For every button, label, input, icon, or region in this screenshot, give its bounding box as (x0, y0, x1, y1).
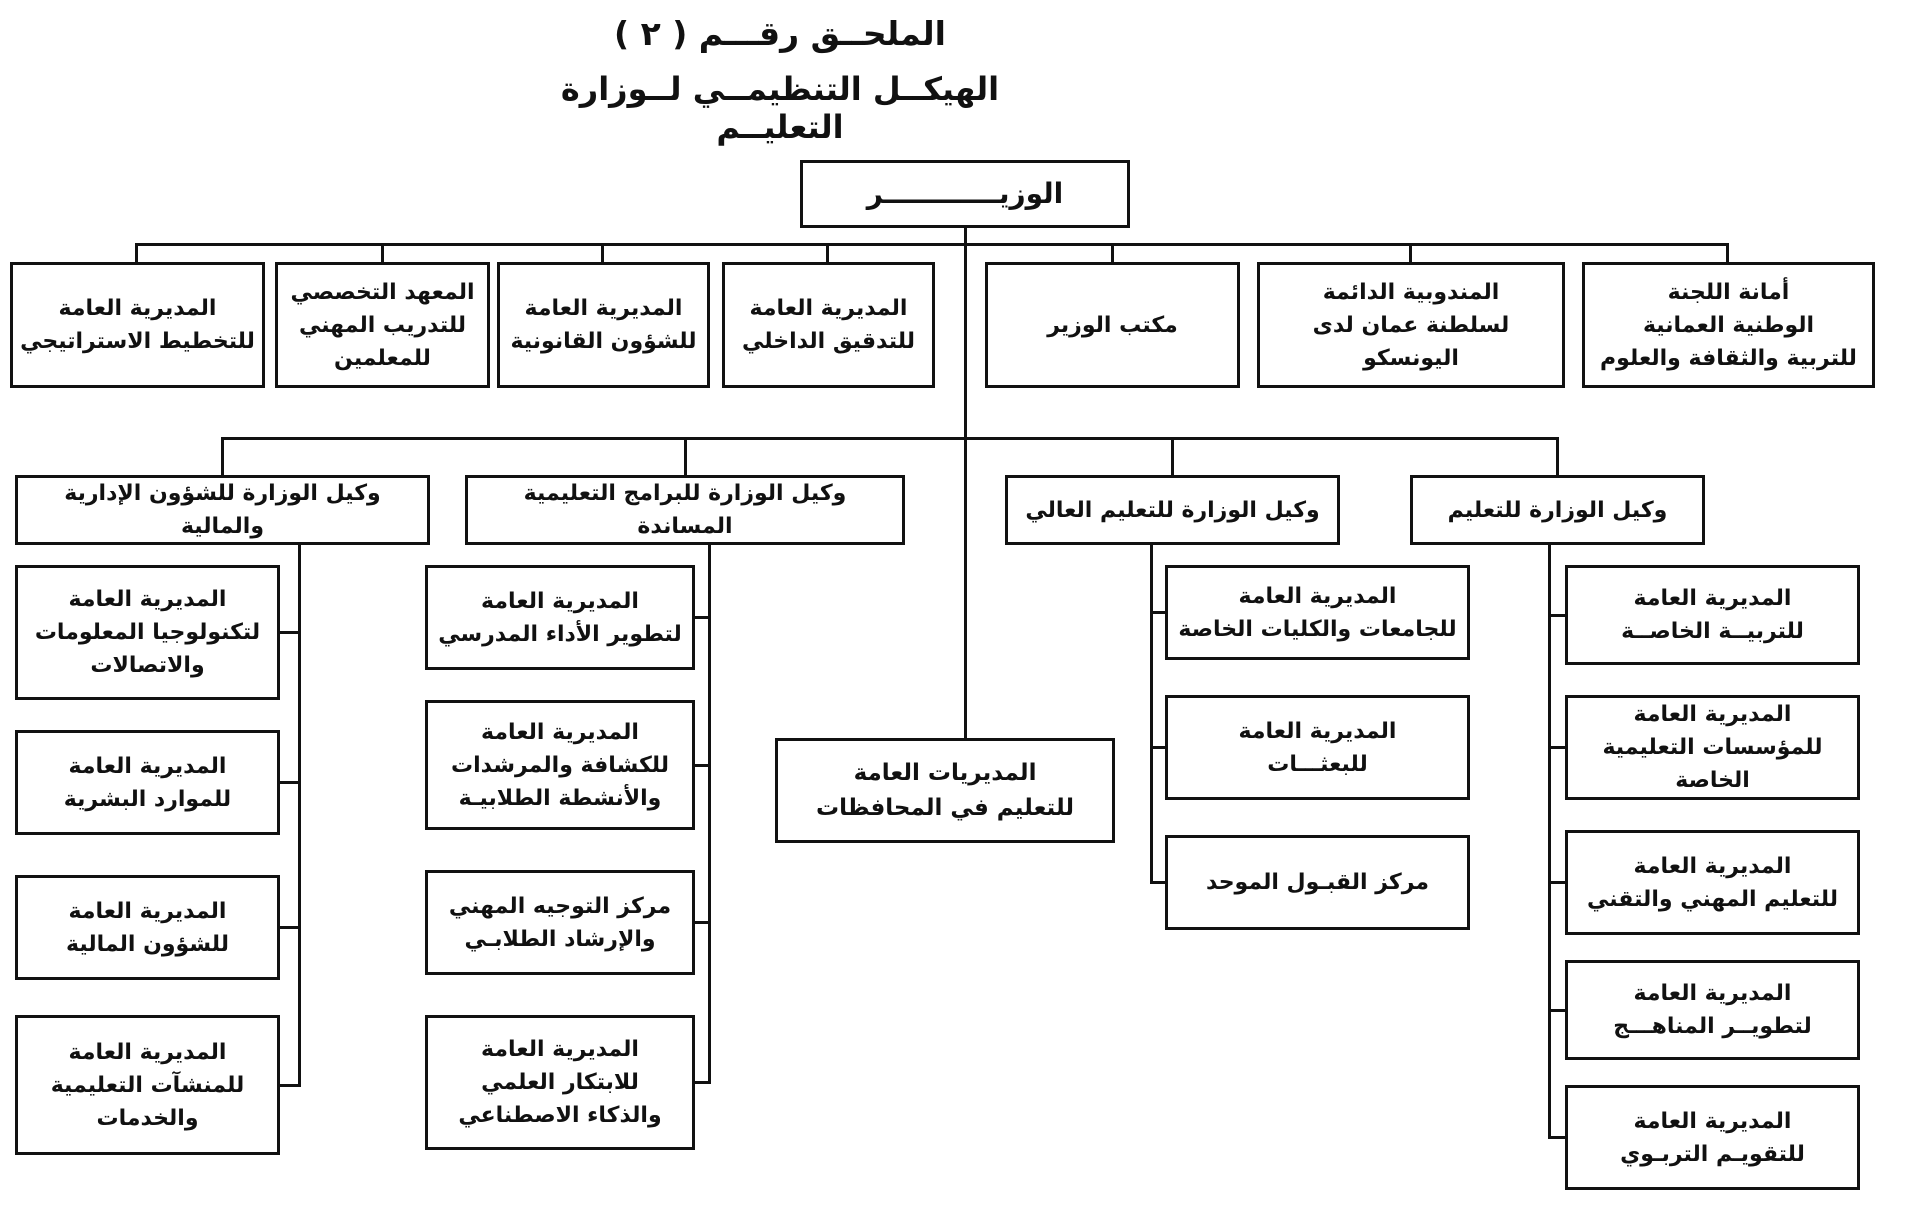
box-curriculum-development: المديرية العامة لتطويــر المناهـــج (1565, 960, 1860, 1060)
box-unesco-delegation: المندوبية الدائمة لسلطنة عمان لدى اليونس… (1257, 262, 1565, 388)
chart-title: الهيكــل التنظيمــي لــوزارة التعليــم (560, 70, 1000, 146)
appendix-title: الملحــق رقـــم ( ٢ ) (614, 14, 946, 53)
undersecretary-stub (684, 437, 687, 478)
programs-branch-line (708, 545, 711, 1084)
undersecretary-stub (221, 437, 224, 478)
box-teacher-training-institute: المعهد التخصصي للتدريب المهني للمعلمين (275, 262, 490, 388)
branch-stub (695, 616, 711, 619)
top-row-rail (135, 243, 1729, 246)
box-financial-affairs: المديرية العامة للشؤون المالية (15, 875, 280, 980)
branch-stub (280, 926, 301, 929)
box-private-educational-institutions: المديرية العامة للمؤسسات التعليمية الخاص… (1565, 695, 1860, 800)
education-branch-line (1548, 545, 1551, 1139)
top-row-stub (135, 243, 138, 265)
box-educational-evaluation: المديرية العامة للتقويـم التربـوي (1565, 1085, 1860, 1190)
branch-stub (695, 764, 711, 767)
branch-stub (1548, 881, 1565, 884)
branch-stub (695, 921, 711, 924)
box-strategic-planning: المديرية العامة للتخطيط الاستراتيجي (10, 262, 265, 388)
box-private-universities: المديرية العامة للجامعات والكليات الخاصة (1165, 565, 1470, 660)
box-legal-affairs: المديرية العامة للشؤون القانونية (497, 262, 710, 388)
branch-stub (1548, 1009, 1565, 1012)
box-undersecretary-support-programs: وكيل الوزارة للبرامج التعليمية المساندة (465, 475, 905, 545)
box-career-guidance-center: مركز التوجيه المهني والإرشاد الطلابـي (425, 870, 695, 975)
top-row-stub (601, 243, 604, 265)
box-unified-admission-center: مركز القبـول الموحد (1165, 835, 1470, 930)
branch-stub (1150, 611, 1165, 614)
box-special-education: المديرية العامة للتربيــة الخاصــة (1565, 565, 1860, 665)
box-educational-facilities: المديرية العامة للمنشآت التعليمية والخدم… (15, 1015, 280, 1155)
top-row-stub (826, 243, 829, 265)
branch-stub (1548, 1136, 1565, 1139)
branch-stub (1548, 746, 1565, 749)
higher-ed-branch-line (1150, 545, 1153, 884)
box-vocational-technical-education: المديرية العامة للتعليم المهني والتقني (1565, 830, 1860, 935)
box-school-performance: المديرية العامة لتطوير الأداء المدرسي (425, 565, 695, 670)
branch-stub (1150, 881, 1165, 884)
box-human-resources: المديرية العامة للموارد البشرية (15, 730, 280, 835)
box-undersecretary-education: وكيل الوزارة للتعليم (1410, 475, 1705, 545)
branch-stub (1150, 746, 1165, 749)
box-internal-audit: المديرية العامة للتدقيق الداخلي (722, 262, 935, 388)
branch-stub (1548, 614, 1565, 617)
box-national-commission: أمانة اللجنة الوطنية العمانية للتربية وا… (1582, 262, 1875, 388)
undersecretary-stub (1556, 437, 1559, 478)
box-ict: المديرية العامة لتكنولوجيا المعلومات وال… (15, 565, 280, 700)
box-undersecretary-admin-financial: وكيل الوزارة للشؤون الإدارية والمالية (15, 475, 430, 545)
box-scholarships: المديرية العامة للبعثـــات (1165, 695, 1470, 800)
box-minister-office: مكتب الوزير (985, 262, 1240, 388)
undersecretary-rail (221, 437, 1559, 440)
box-scouts-guides: المديرية العامة للكشافة والمرشدات والأنش… (425, 700, 695, 830)
top-row-stub (381, 243, 384, 265)
box-innovation-ai: المديرية العامة للابتكار العلمي والذكاء … (425, 1015, 695, 1150)
minister-box: الوزيــــــــــــر (800, 160, 1130, 228)
branch-stub (280, 1084, 301, 1087)
box-undersecretary-higher-education: وكيل الوزارة للتعليم العالي (1005, 475, 1340, 545)
admin-branch-line (298, 545, 301, 1087)
box-governorates-directorates: المديريات العامة للتعليم في المحافظات (775, 738, 1115, 843)
minister-drop-line (964, 228, 967, 741)
top-row-stub (1726, 243, 1729, 265)
undersecretary-stub (1171, 437, 1174, 478)
branch-stub (280, 631, 301, 634)
top-row-stub (1409, 243, 1412, 265)
top-row-stub (1111, 243, 1114, 265)
branch-stub (695, 1081, 711, 1084)
branch-stub (280, 781, 301, 784)
